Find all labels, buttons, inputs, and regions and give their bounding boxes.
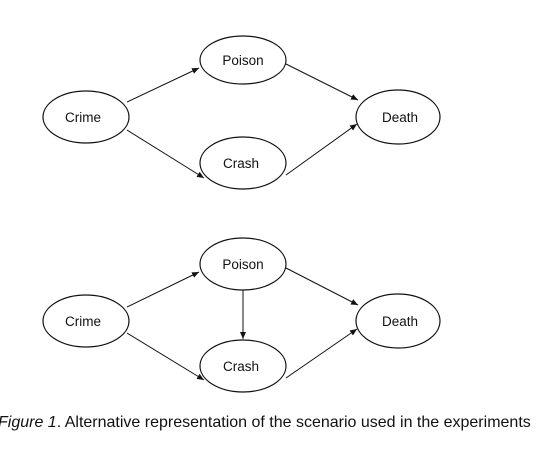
node-label-poison: Poison — [222, 53, 263, 68]
edge-poison-death — [285, 267, 359, 306]
diagram-2: Crime Poison Crash Death — [42, 237, 441, 393]
node-crash: Crash — [199, 136, 287, 190]
figure-label: Figure 1 — [0, 414, 57, 431]
node-death: Death — [355, 293, 441, 349]
diagram-1: Crime Poison Crash Death — [42, 35, 441, 190]
node-label-death: Death — [382, 314, 418, 329]
edge-crime-crash — [126, 332, 205, 381]
figure-caption: Figure 1. Alternative representation of … — [0, 414, 531, 432]
node-poison: Poison — [199, 237, 287, 291]
edge-crime-crash — [126, 129, 205, 179]
edge-poison-death — [285, 63, 359, 101]
node-label-crash: Crash — [223, 156, 259, 171]
node-label-crime: Crime — [65, 110, 101, 125]
caption-text: . Alternative representation of the scen… — [56, 414, 531, 431]
edge-crime-poison — [126, 67, 200, 103]
edge-crime-poison — [126, 271, 200, 308]
edge-crash-death — [285, 123, 358, 176]
node-crime: Crime — [42, 294, 130, 348]
node-crime: Crime — [42, 90, 130, 144]
node-crash: Crash — [199, 339, 287, 393]
node-poison: Poison — [199, 35, 287, 85]
node-label-poison: Poison — [222, 257, 263, 272]
edge-crash-death — [285, 328, 358, 379]
node-death: Death — [355, 89, 441, 145]
node-label-crime: Crime — [65, 314, 101, 329]
node-label-crash: Crash — [223, 359, 259, 374]
node-label-death: Death — [382, 110, 418, 125]
